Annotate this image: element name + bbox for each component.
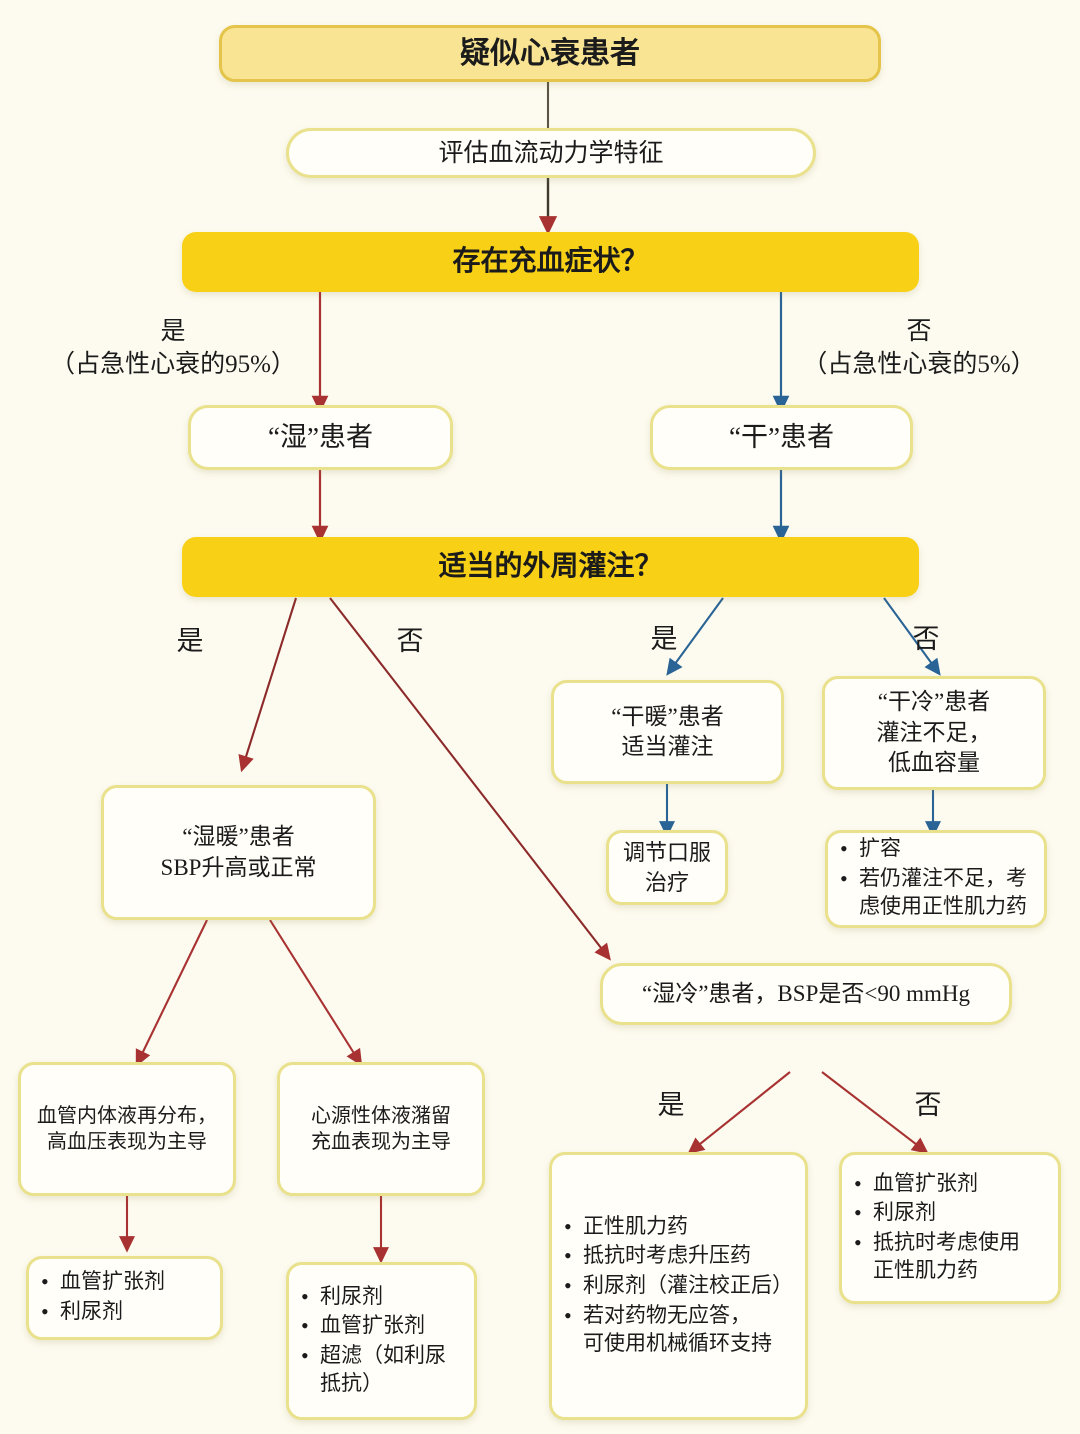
node-tx-wetcold-normal-bp: 血管扩张剂 利尿剂 抵抗时考虑使用 正性肌力药 bbox=[839, 1152, 1061, 1304]
node-tx-wetcold-low-bp: 正性肌力药 抵抗时考虑升压药 利尿剂（灌注校正后） 若对药物无应答， 可使用机械… bbox=[549, 1152, 808, 1420]
node-wet-patient-label: “湿”患者 bbox=[268, 421, 373, 452]
list-item: 利尿剂（灌注校正后） bbox=[564, 1271, 799, 1300]
node-intravascular-redistribution: 血管内体液再分布， 高血压表现为主导 bbox=[18, 1062, 236, 1196]
node-tx-redistribution: 血管扩张剂 利尿剂 bbox=[26, 1256, 223, 1340]
list-item: 抵抗时考虑升压药 bbox=[564, 1241, 799, 1270]
list-item: 血管扩张剂 bbox=[854, 1169, 1052, 1198]
node-dry-cold-patient: “干冷”患者 灌注不足， 低血容量 bbox=[822, 676, 1046, 790]
list-item: 利尿剂 bbox=[854, 1198, 1052, 1227]
edge-label-perfusion-dry-yes: 是 bbox=[650, 624, 678, 654]
edge-label-congestion-yes: 是 （占急性心衰的95%） bbox=[50, 318, 296, 378]
edge-label-bsp-yes: 是 bbox=[657, 1090, 685, 1120]
list-item: 血管扩张剂 bbox=[41, 1267, 214, 1296]
list-item: 正性肌力药 bbox=[564, 1212, 799, 1241]
node-dry-warm-patient: “干暖”患者 适当灌注 bbox=[551, 680, 784, 784]
list-item: 抵抗时考虑使用 正性肌力药 bbox=[854, 1228, 1052, 1284]
node-volume-expansion-list: 扩容 若仍灌注不足，考 虑使用正性肌力药 bbox=[828, 834, 1044, 922]
edge-wetwarm-to-retention bbox=[269, 919, 363, 1067]
node-tx-redistribution-list: 血管扩张剂 利尿剂 bbox=[29, 1267, 220, 1327]
node-wet-cold-patient: “湿冷”患者，BSP是否<90 mmHg bbox=[600, 963, 1012, 1025]
node-wet-patient: “湿”患者 bbox=[188, 405, 453, 470]
node-dry-patient-label: “干”患者 bbox=[729, 421, 834, 452]
edge-label-bsp-no: 否 bbox=[914, 1090, 942, 1120]
node-question-congestion: 存在充血症状？ bbox=[182, 232, 919, 292]
node-assess-hemodynamics-label: 评估血流动力学特征 bbox=[438, 139, 664, 167]
node-cardiac-fluid-retention-label: 心源性体液潴留 充血表现为主导 bbox=[311, 1104, 451, 1153]
node-volume-expansion: 扩容 若仍灌注不足，考 虑使用正性肌力药 bbox=[825, 830, 1047, 928]
edge-label-congestion-no: 否 （占急性心衰的5%） bbox=[802, 318, 1036, 378]
list-item: 若仍灌注不足，考 虑使用正性肌力药 bbox=[840, 864, 1038, 920]
edge-label-perfusion-wet-yes: 是 bbox=[176, 626, 204, 656]
list-item: 血管扩张剂 bbox=[301, 1311, 468, 1340]
node-intravascular-redistribution-label: 血管内体液再分布， 高血压表现为主导 bbox=[37, 1104, 217, 1153]
node-question-perfusion: 适当的外周灌注？ bbox=[182, 537, 919, 597]
edge-label-perfusion-wet-no: 否 bbox=[396, 626, 424, 656]
node-wet-warm-patient: “湿暖”患者 SBP升高或正常 bbox=[101, 785, 376, 920]
edge-perfusion-yes-to-wetwarm bbox=[238, 597, 298, 773]
node-cardiac-fluid-retention: 心源性体液潴留 充血表现为主导 bbox=[277, 1062, 485, 1196]
list-item: 利尿剂 bbox=[301, 1282, 468, 1311]
node-tx-retention: 利尿剂 血管扩张剂 超滤（如利尿 抵抗） bbox=[286, 1262, 477, 1420]
list-item: 超滤（如利尿 抵抗） bbox=[301, 1341, 468, 1397]
node-oral-therapy-label: 调节口服 治疗 bbox=[622, 840, 711, 895]
node-question-perfusion-label: 适当的外周灌注？ bbox=[438, 550, 663, 582]
edge-bsp-yes-to-tx bbox=[687, 1071, 791, 1155]
node-start-label: 疑似心衰患者 bbox=[460, 36, 640, 70]
node-dry-patient: “干”患者 bbox=[650, 405, 913, 470]
node-wet-warm-patient-label: “湿暖”患者 SBP升高或正常 bbox=[160, 824, 317, 880]
node-question-congestion-label: 存在充血症状？ bbox=[452, 245, 649, 277]
node-tx-wetcold-normal-bp-list: 血管扩张剂 利尿剂 抵抗时考虑使用 正性肌力药 bbox=[842, 1169, 1058, 1287]
node-tx-retention-list: 利尿剂 血管扩张剂 超滤（如利尿 抵抗） bbox=[289, 1282, 474, 1400]
node-start: 疑似心衰患者 bbox=[219, 25, 881, 82]
list-item: 若对药物无应答， 可使用机械循环支持 bbox=[564, 1301, 799, 1357]
node-dry-warm-patient-label: “干暖”患者 适当灌注 bbox=[611, 703, 724, 759]
node-dry-cold-patient-label: “干冷”患者 灌注不足， 低血容量 bbox=[876, 689, 992, 776]
edge-wetwarm-to-redistribution bbox=[135, 919, 208, 1067]
node-tx-wetcold-low-bp-list: 正性肌力药 抵抗时考虑升压药 利尿剂（灌注校正后） 若对药物无应答， 可使用机械… bbox=[552, 1212, 805, 1360]
list-item: 扩容 bbox=[840, 834, 1038, 863]
edge-label-perfusion-dry-no: 否 bbox=[912, 624, 940, 654]
list-item: 利尿剂 bbox=[41, 1297, 214, 1326]
node-oral-therapy: 调节口服 治疗 bbox=[606, 830, 728, 905]
node-assess-hemodynamics: 评估血流动力学特征 bbox=[286, 128, 816, 178]
node-wet-cold-patient-label: “湿冷”患者，BSP是否<90 mmHg bbox=[642, 980, 970, 1006]
